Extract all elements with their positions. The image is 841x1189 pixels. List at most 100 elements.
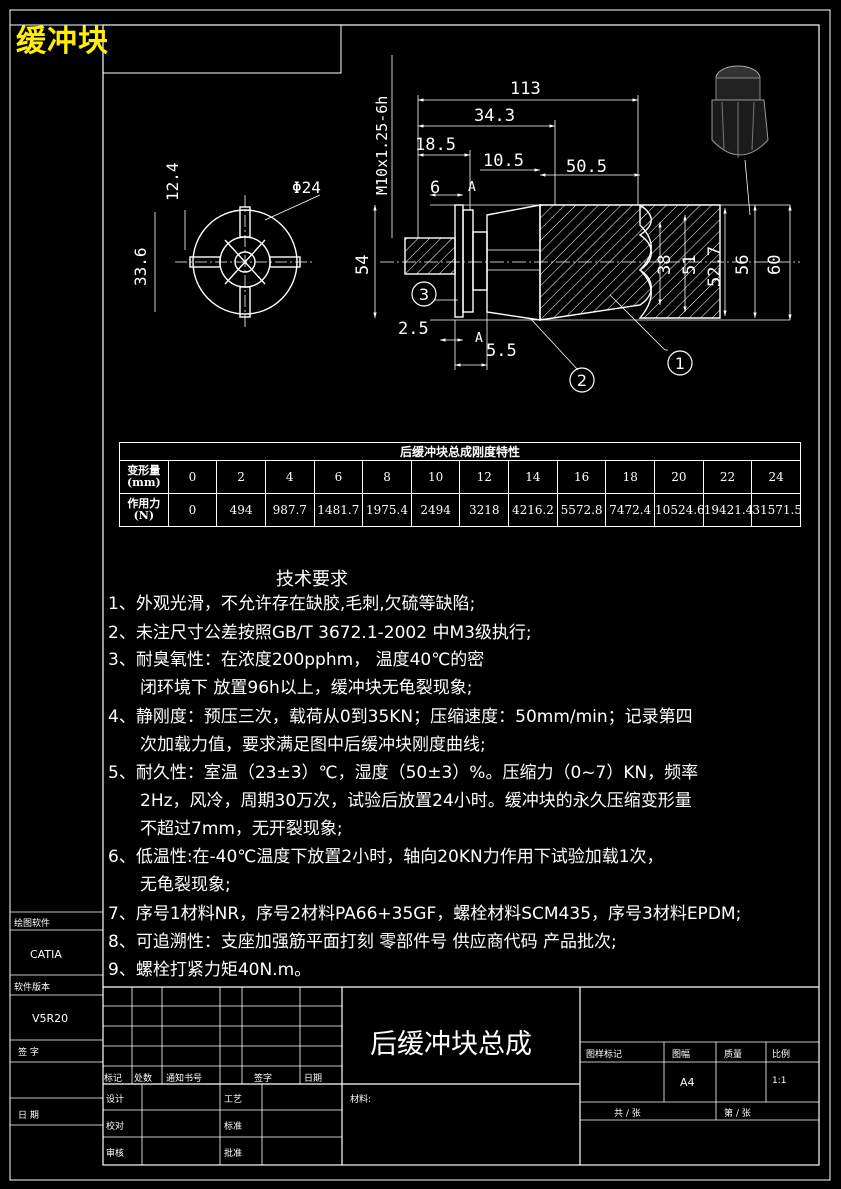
page-title: 缓冲块 <box>16 24 109 59</box>
date-col-label: 日期 <box>304 1074 323 1084</box>
total-sheets: 共 / 张 <box>614 1109 641 1119</box>
deformation-cell: 0 <box>167 460 218 494</box>
dim-54: 54 <box>353 255 373 275</box>
inner-border <box>102 24 820 1166</box>
dim-56: 56 <box>733 255 753 275</box>
dim-12-4: 12.4 <box>163 162 182 201</box>
requirement-line: 9、螺栓打紧力矩40N.m。 <box>108 960 312 980</box>
material-label: 材料: <box>350 1095 372 1105</box>
dim-dia-24: Φ24 <box>292 178 321 197</box>
table-caption: 后缓冲块总成刚度特性 <box>119 442 801 461</box>
approve-label: 批准 <box>224 1149 243 1159</box>
requirement-line: 2Hz，风冷，周期30万次，试验后放置24小时。缓冲块的永久压缩变形量 <box>140 791 692 811</box>
force-header: 作用力 (N) <box>119 493 169 527</box>
deformation-cell: 12 <box>459 460 510 494</box>
requirement-line: 3、耐臭氧性：在浓度200pphm， 温度40℃的密 <box>108 650 485 670</box>
force-cell: 4216.2 <box>508 493 558 527</box>
force-cell: 31571.5 <box>751 493 802 527</box>
deformation-cell: 14 <box>508 460 558 494</box>
force-cell: 7472.4 <box>605 493 656 527</box>
deformation-cell: 6 <box>313 460 364 494</box>
drawing-title: 后缓冲块总成 <box>370 1029 532 1060</box>
requirement-line: 7、序号1材料NR，序号2材料PA66+35GF，螺栓材料SCM435，序号3材… <box>108 904 742 924</box>
dim-51: 51 <box>680 255 700 275</box>
balloon-2 <box>569 367 595 393</box>
deformation-cell: 20 <box>654 460 704 494</box>
force-cell: 0 <box>167 493 218 527</box>
requirement-line: 8、可追溯性：支座加强筋平面打刻 零部件号 供应商代码 产品批次; <box>108 932 617 952</box>
dim-6: 6 <box>430 178 440 198</box>
sign-label: 签 字 <box>18 1048 39 1058</box>
version-label: 软件版本 <box>14 983 51 993</box>
requirement-line: 1、外观光滑，不允许存在缺胶,毛刺,欠硫等缺陷; <box>108 594 476 614</box>
balloon-2-label: 2 <box>577 371 587 390</box>
deformation-cell: 22 <box>702 460 753 494</box>
force-cell: 3218 <box>459 493 510 527</box>
deformation-cell: 4 <box>264 460 315 494</box>
requirement-line: 不超过7mm，无开裂现象; <box>140 819 343 839</box>
check-label: 校对 <box>106 1122 125 1132</box>
dim-52-7: 52.7 <box>705 246 725 287</box>
review-label: 审核 <box>106 1149 125 1159</box>
force-cell: 10524.6 <box>654 493 705 527</box>
standard-label: 标准 <box>224 1122 243 1132</box>
drawing-mark-label: 图样标记 <box>586 1050 623 1060</box>
scale-value: 1:1 <box>772 1076 787 1086</box>
outer-border <box>9 9 831 1181</box>
requirements-heading: 技术要求 <box>276 569 348 590</box>
change-no: 通知书号 <box>166 1074 203 1084</box>
sheet-size-label: 图幅 <box>672 1050 691 1060</box>
process-label: 工艺 <box>224 1095 243 1105</box>
requirement-line: 2、未注尺寸公差按照GB/T 3672.1-2002 中M3级执行; <box>108 623 532 643</box>
balloon-3 <box>411 281 437 307</box>
title-tag-box <box>103 24 342 74</box>
dim-18-5: 18.5 <box>415 135 456 155</box>
scale-label: 比例 <box>772 1050 791 1060</box>
balloon-1-label: 1 <box>675 354 685 373</box>
dim-38: 38 <box>655 255 675 275</box>
dim-thread: M10x1.25-6h <box>373 96 391 195</box>
signature-label: 签字 <box>254 1074 273 1084</box>
dim-113: 113 <box>510 79 541 99</box>
design-label: 设计 <box>106 1095 125 1105</box>
force-cell: 19421.4 <box>702 493 753 527</box>
requirement-line: 5、耐久性：室温（23±3）℃，湿度（50±3）%。压缩力（0~7）KN，频率 <box>108 763 699 783</box>
sheet-size-value: A4 <box>680 1076 695 1089</box>
version-value: V5R20 <box>32 1012 69 1025</box>
rev-count: 处数 <box>134 1074 153 1084</box>
dim-60: 60 <box>765 255 785 275</box>
product-illustration <box>711 65 769 158</box>
force-cell: 494 <box>216 493 266 527</box>
dim-10-5: 10.5 <box>483 151 524 171</box>
title-block-lines <box>10 911 819 1165</box>
dim-34-3: 34.3 <box>474 106 515 126</box>
weight-label: 质量 <box>724 1050 743 1060</box>
force-cell: 1481.7 <box>313 493 364 527</box>
deformation-cell: 2 <box>216 460 266 494</box>
end-view <box>154 194 321 330</box>
deformation-header: 变形量 (mm) <box>119 460 169 494</box>
dim-5-5: 5.5 <box>486 341 517 361</box>
force-cell: 1975.4 <box>362 493 412 527</box>
section-a-top: A <box>468 180 476 195</box>
force-cell: 5572.8 <box>556 493 607 527</box>
deformation-cell: 8 <box>362 460 412 494</box>
force-cell: 2494 <box>410 493 461 527</box>
dim-33-6: 33.6 <box>131 247 150 286</box>
requirement-line: 无龟裂现象; <box>140 875 231 895</box>
dim-50-5: 50.5 <box>566 157 607 177</box>
balloon-1 <box>667 350 693 376</box>
requirement-line: 6、低温性:在-40℃温度下放置2小时，轴向20KN力作用下试验加载1次， <box>108 847 664 867</box>
requirement-line: 闭环境下 放置96h以上，缓冲块无龟裂现象; <box>140 678 473 698</box>
requirement-line: 次加载力值，要求满足图中后缓冲块刚度曲线; <box>140 735 486 755</box>
software-label: 绘图软件 <box>14 919 51 929</box>
dimension-lines <box>373 55 792 371</box>
deformation-cell: 18 <box>605 460 656 494</box>
force-cell: 987.7 <box>264 493 315 527</box>
requirement-line: 4、静刚度：预压三次，载荷从0到35KN；压缩速度：50mm/min；记录第四 <box>108 707 693 727</box>
deformation-cell: 24 <box>751 460 801 494</box>
